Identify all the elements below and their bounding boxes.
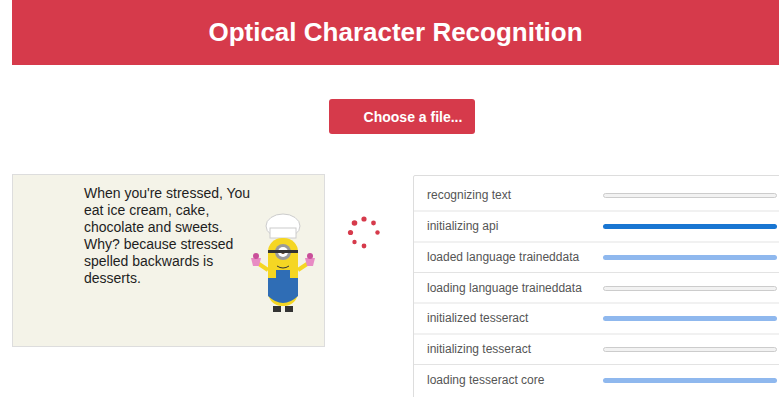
progress-bar <box>603 347 777 352</box>
upload-button: Choose a file... <box>329 99 475 134</box>
status-label: loading tesseract core <box>427 373 544 387</box>
progress-bar <box>603 286 777 291</box>
status-label: loading language traineddata <box>427 281 582 295</box>
progress-row: initialized tesseract <box>414 303 779 334</box>
image-text: When you're stressed, You eat ice cream,… <box>84 185 252 287</box>
status-label: initializing api <box>427 219 498 233</box>
progress-row: recognizing text <box>414 180 779 211</box>
progress-row: loaded language traineddata <box>414 242 779 273</box>
loading-spinner <box>348 216 380 248</box>
status-label: initialized tesseract <box>427 311 528 325</box>
source-image: When you're stressed, You eat ice cream,… <box>12 174 325 347</box>
progress-bar <box>603 255 777 260</box>
progress-row: initializing api <box>414 211 779 242</box>
progress-row: loading language traineddata <box>414 273 779 304</box>
progress-panel <box>414 176 779 397</box>
status-label: loaded language traineddata <box>427 250 579 264</box>
status-label: recognizing text <box>427 188 511 202</box>
progress-bar <box>603 224 777 229</box>
status-label: initializing tesseract <box>427 342 531 356</box>
progress-row: initializing tesseract <box>414 334 779 365</box>
button-label: Choose a file... <box>364 109 463 125</box>
page-title: Optical Character Recognition <box>12 0 779 65</box>
header-band <box>12 0 779 65</box>
progress-bar <box>603 316 777 321</box>
progress-row: loading tesseract core <box>414 365 779 396</box>
image-frame <box>13 175 325 347</box>
minion-illustration <box>251 214 315 312</box>
progress-bar <box>603 193 777 198</box>
progress-bar <box>603 378 777 383</box>
